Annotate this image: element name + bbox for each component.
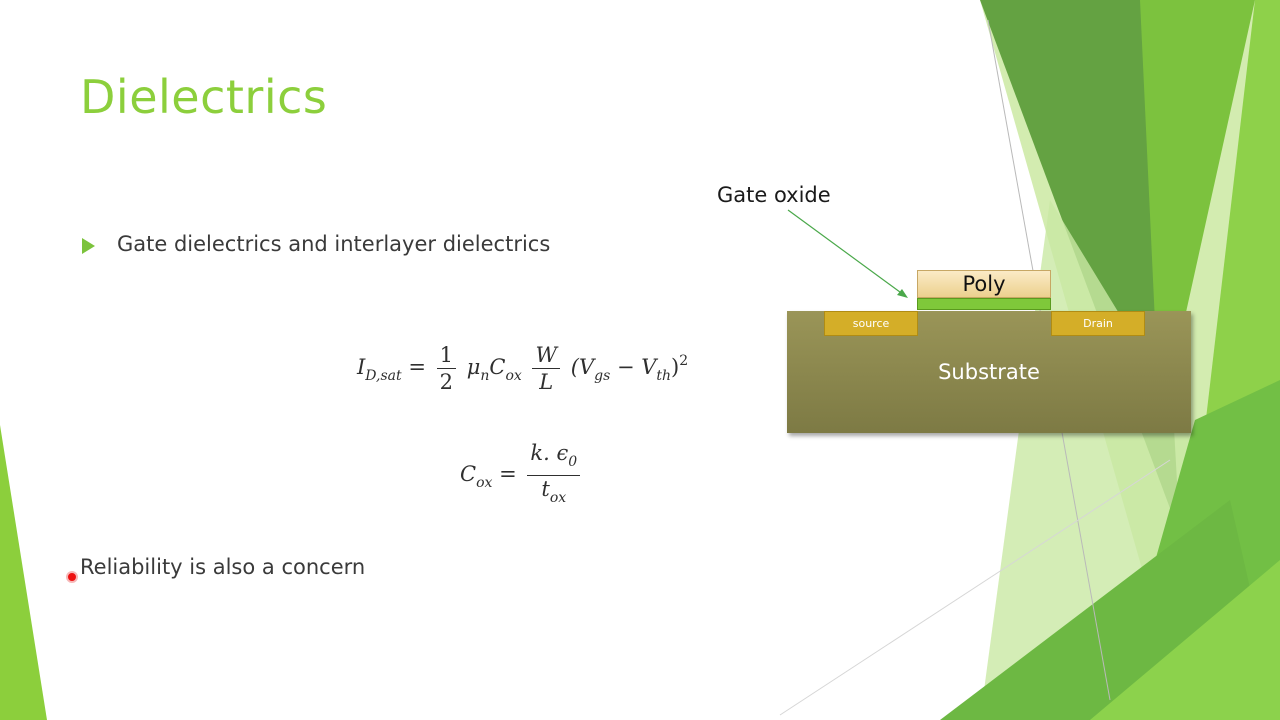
eq1-vth: − V	[616, 355, 657, 379]
laser-pointer-icon	[66, 571, 78, 583]
eq2-lhs: C	[460, 462, 477, 486]
eq1-lhs-sub: D,sat	[365, 368, 402, 384]
slide-title: Dielectrics	[80, 70, 328, 124]
eq1-mu-sub: n	[480, 368, 490, 384]
drain-region: Drain	[1051, 311, 1145, 336]
eq1-paren-close: )	[671, 355, 680, 379]
eq2-denominator: tox	[527, 476, 580, 511]
eq1-c: C	[489, 355, 506, 379]
eq1-half-den: 2	[439, 370, 453, 394]
bullet-arrow-icon	[82, 238, 95, 254]
poly-gate: Poly	[917, 270, 1051, 298]
substrate-label: Substrate	[938, 360, 1040, 384]
eq1-lhs: I	[357, 355, 366, 379]
eq2-t: t	[541, 477, 550, 501]
eq2-k-epsilon: k. ϵ	[530, 441, 569, 465]
eq1-vgs-sub: gs	[594, 368, 611, 384]
deco-line-2	[779, 459, 1171, 716]
eq2-numerator: k. ϵ0	[527, 440, 581, 476]
eq1-vgs: (V	[570, 355, 595, 379]
gate-oxide-arrow-icon	[787, 209, 908, 298]
eq1-l: L	[539, 370, 554, 394]
bullet-text: Gate dielectrics and interlayer dielectr…	[117, 232, 551, 256]
eq2-epsilon-sub: 0	[568, 454, 578, 470]
gate-oxide-label: Gate oxide	[717, 183, 831, 207]
eq1-exponent: 2	[679, 353, 689, 369]
deco-left-corner	[0, 425, 47, 720]
eq1-vth-sub: th	[656, 368, 672, 384]
eq1-mu: μ	[466, 355, 481, 379]
eq2-equals: =	[499, 462, 517, 486]
eq1-c-sub: ox	[505, 368, 522, 384]
eq1-half-num: 1	[436, 342, 456, 369]
eq2-t-sub: ox	[549, 490, 567, 506]
reliability-note: Reliability is also a concern	[80, 555, 366, 579]
eq1-w: W	[532, 342, 561, 369]
deco-bottom-corner	[1090, 560, 1280, 720]
source-region: source	[824, 311, 918, 336]
gate-oxide-layer	[917, 298, 1051, 310]
eq2-lhs-sub: ox	[476, 475, 493, 491]
eq1-equals: =	[408, 355, 426, 379]
